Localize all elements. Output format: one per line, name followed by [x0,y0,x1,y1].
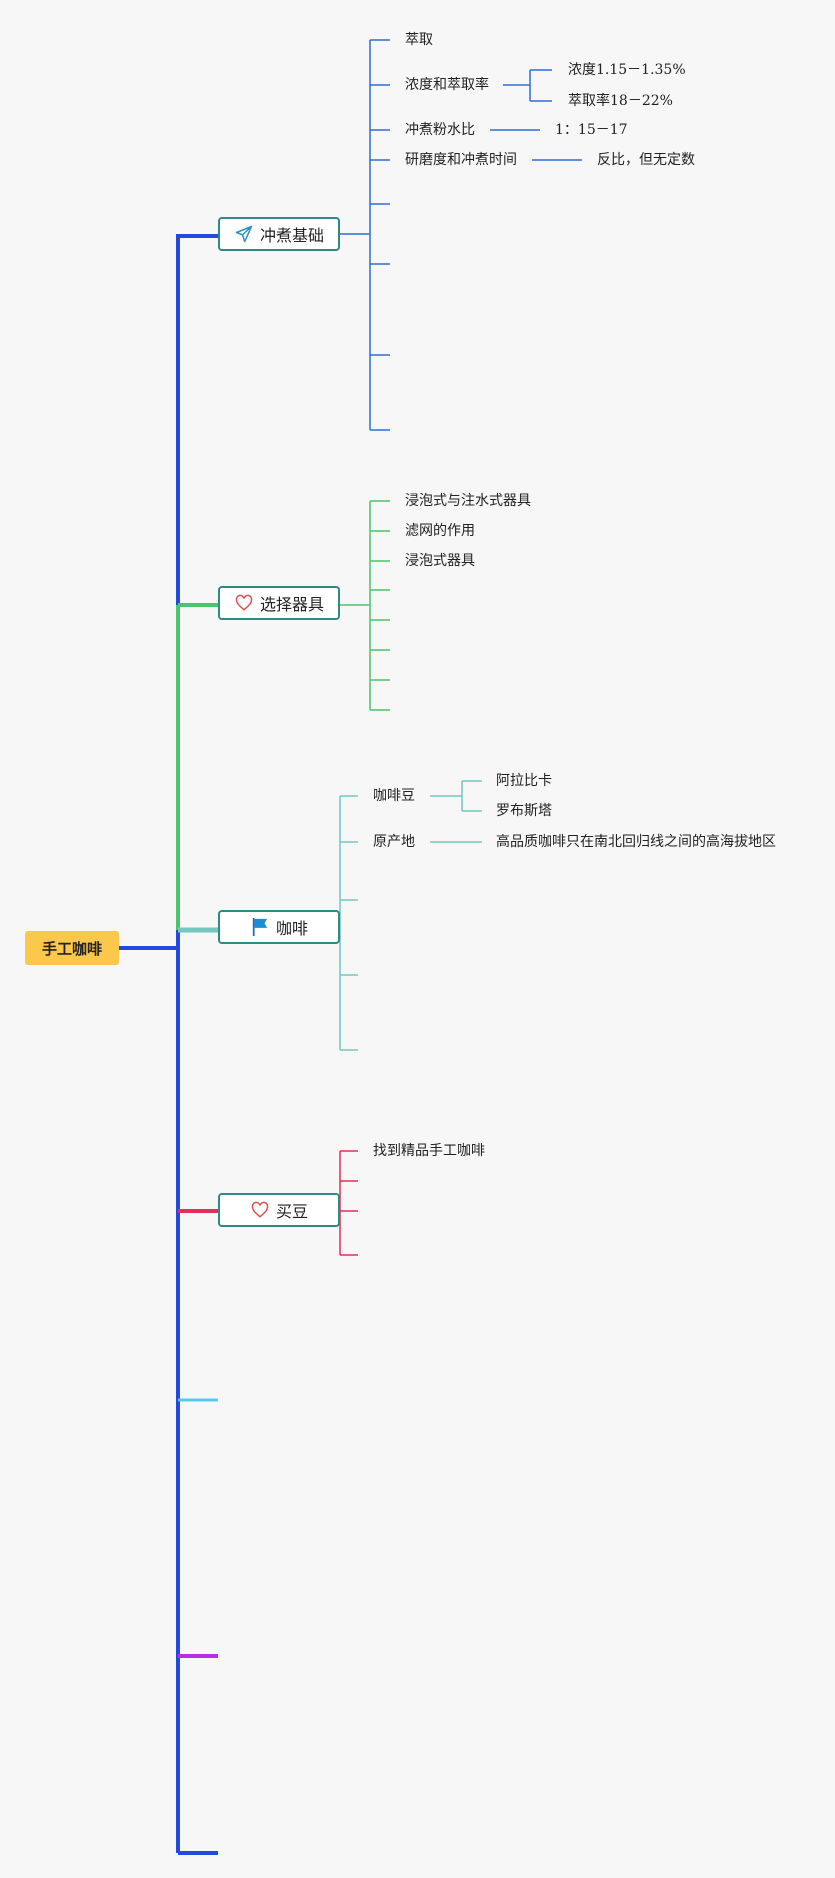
topic-robusta[interactable]: 罗布斯塔 [496,803,552,819]
heart-icon [234,593,254,613]
root-topic-label: 手工咖啡 [41,939,102,958]
topic-grind-time-value[interactable]: 反比，但无定数 [597,152,695,168]
topic-concentration[interactable]: 浓度和萃取率 [405,77,489,93]
branch-node-coffee[interactable]: 咖啡 [218,910,340,944]
branch-node-equipment-label: 选择器具 [259,595,324,614]
branch-node-equipment[interactable]: 选择器具 [218,586,340,620]
topic-immersion[interactable]: 浸泡式器具 [405,553,475,569]
topic-find-specialty[interactable]: 找到精品手工咖啡 [373,1143,485,1159]
branch-node-brewing-label: 冲煮基础 [259,226,324,245]
topic-immersion-vs-pour[interactable]: 浸泡式与注水式器具 [405,493,531,509]
topic-filter-role[interactable]: 滤网的作用 [405,523,475,539]
equipment-children-lines [340,500,390,711]
topic-beans[interactable]: 咖啡豆 [373,788,415,804]
branch-node-buy[interactable]: 买豆 [218,1193,340,1227]
topic-origin[interactable]: 原产地 [373,834,415,850]
flag-icon [250,917,270,937]
topic-ratio-value[interactable]: 1：15－17 [555,122,628,138]
topic-grind-time[interactable]: 研磨度和冲煮时间 [405,152,517,168]
root-topic[interactable]: 手工咖啡 [25,931,119,965]
branch-node-brewing[interactable]: 冲煮基础 [218,217,340,251]
brewing-children-lines [340,39,582,431]
topic-ratio[interactable]: 冲煮粉水比 [405,122,475,138]
branch-node-buy-label: 买豆 [275,1202,308,1221]
heart-icon [250,1200,270,1220]
topic-arabica[interactable]: 阿拉比卡 [496,773,552,789]
topic-concentration-value[interactable]: 浓度1.15－1.35% [568,62,686,78]
topic-origin-value[interactable]: 高品质咖啡只在南北回归线之间的高海拔地区 [496,834,776,850]
branch-node-coffee-label: 咖啡 [275,919,308,938]
topic-extraction[interactable]: 萃取 [405,32,433,48]
topic-extraction-rate[interactable]: 萃取率18－22% [568,93,673,109]
paper-plane-icon [234,224,254,244]
